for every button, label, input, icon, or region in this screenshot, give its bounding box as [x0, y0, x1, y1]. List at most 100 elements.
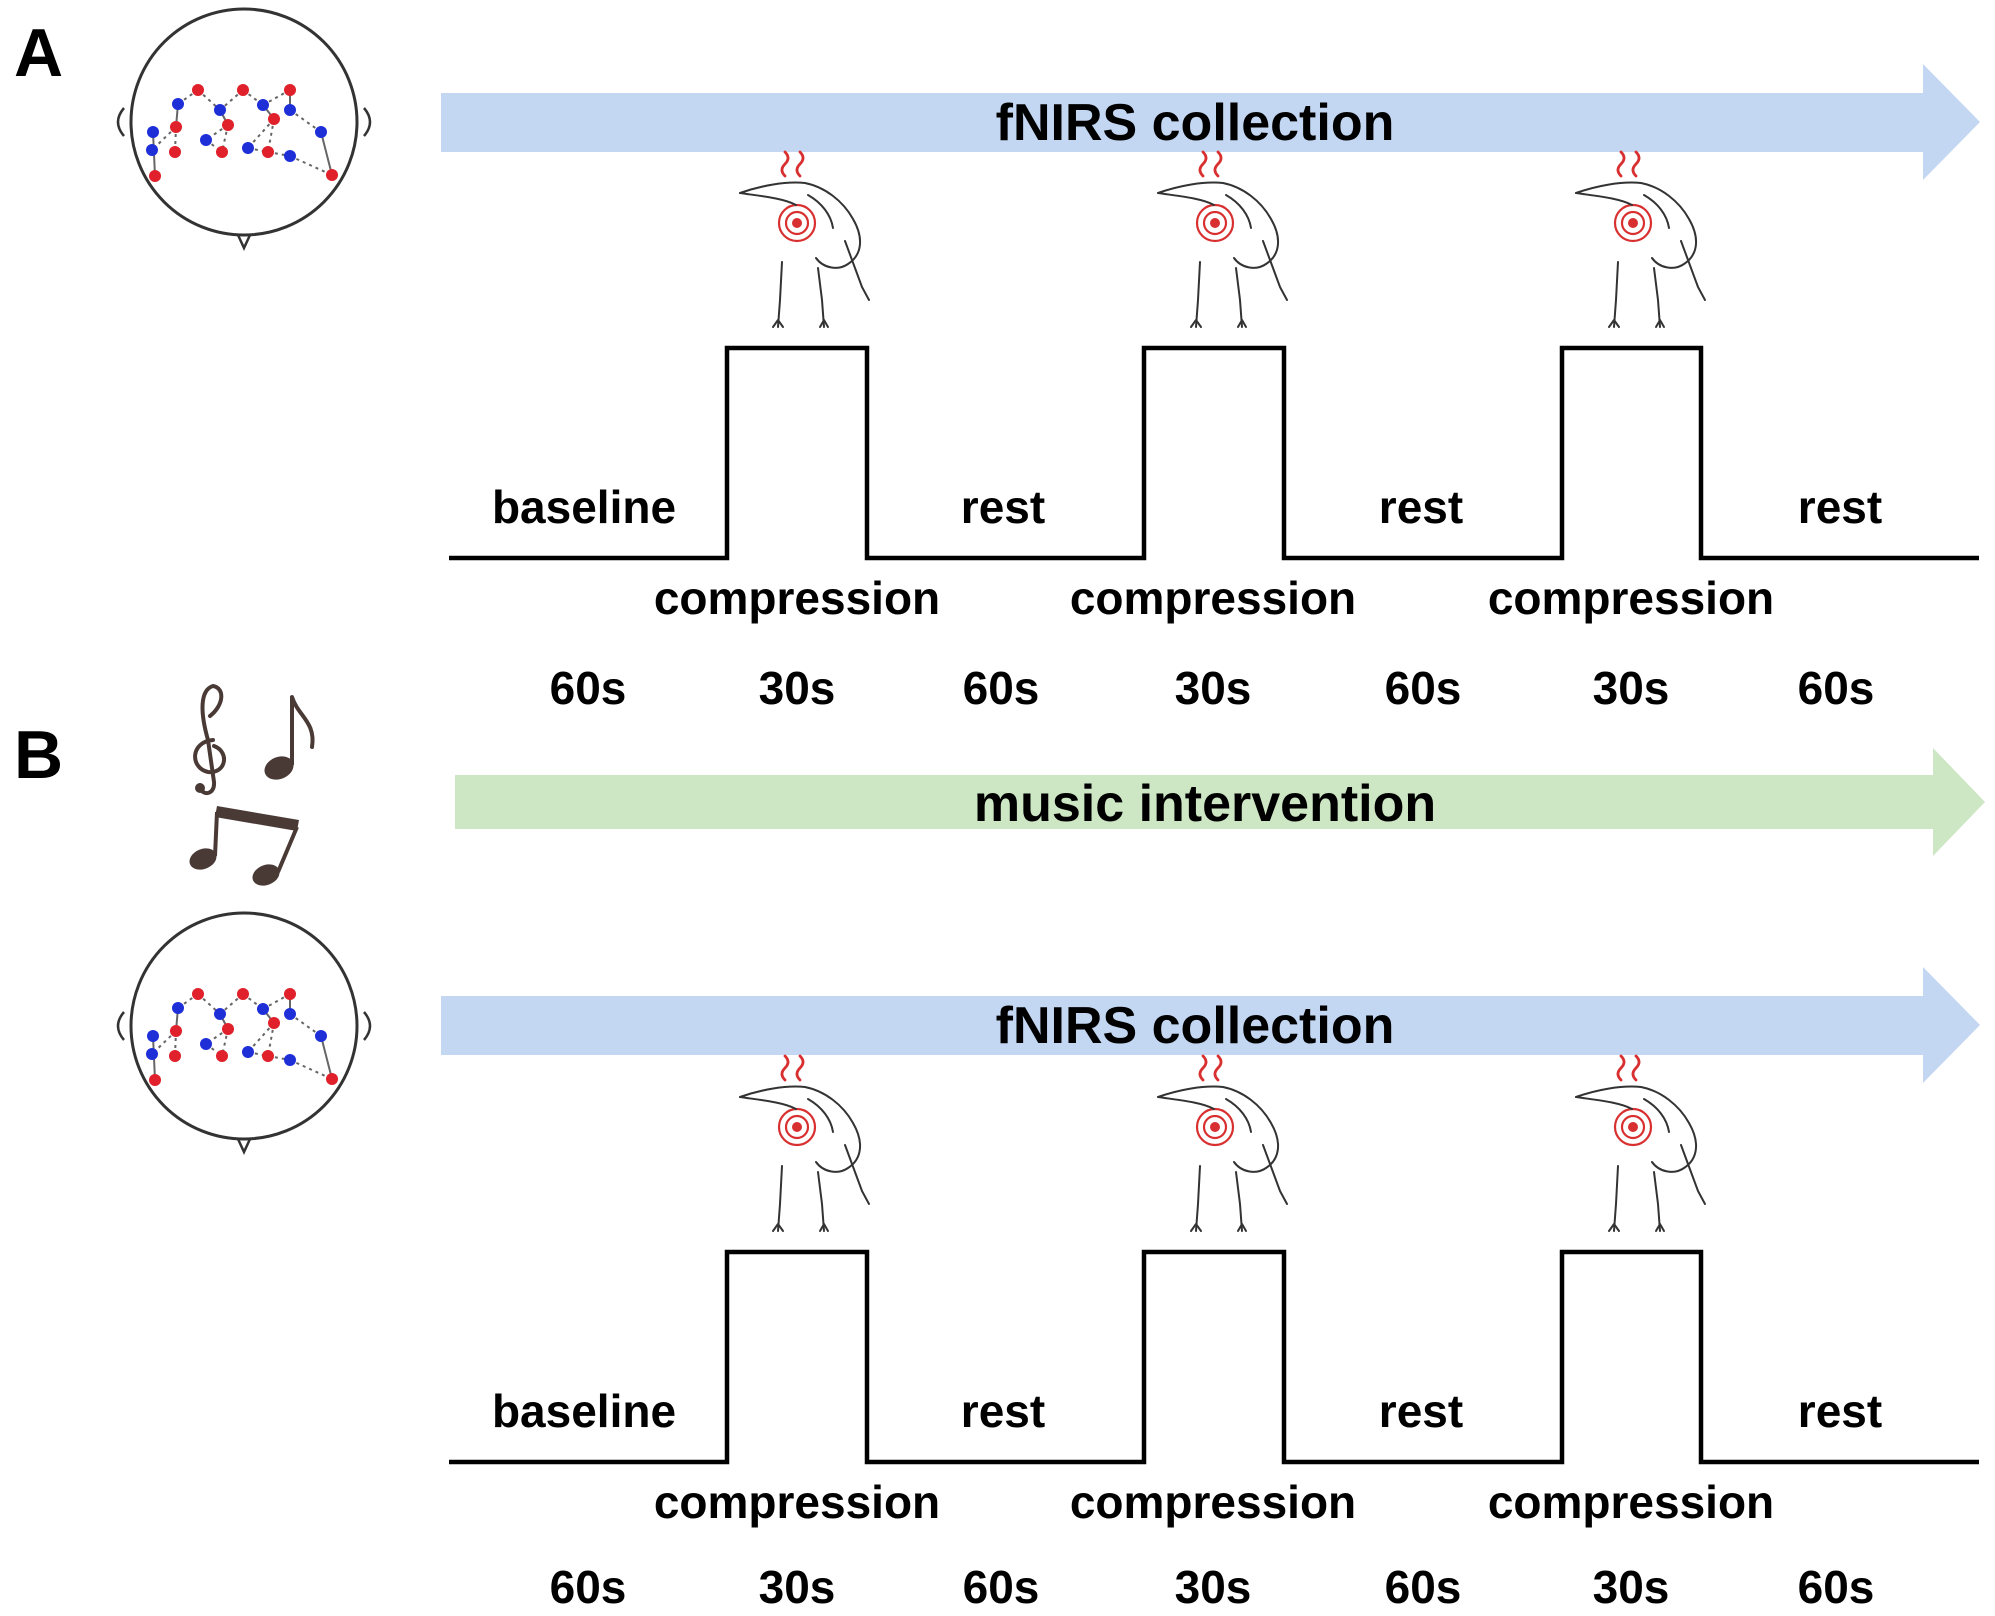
phase-label: rest: [1379, 481, 1463, 533]
optode-source-dot: [237, 988, 249, 1000]
fnirs-arrow: fNIRS collection: [441, 64, 1980, 180]
duration-label: 60s: [550, 662, 627, 714]
treble-clef-icon: [193, 683, 226, 796]
phase-label: rest: [961, 481, 1045, 533]
duration-label: 30s: [1593, 662, 1670, 714]
panel-label-a: A: [14, 15, 63, 91]
eighth-note-icon: [264, 695, 315, 780]
optode-source-dot: [192, 84, 204, 96]
phase-label: compression: [654, 572, 940, 624]
phase-label: compression: [1070, 572, 1356, 624]
duration-label: 30s: [759, 662, 836, 714]
duration-label: 60s: [1385, 662, 1462, 714]
head-optode-icon: [116, 911, 372, 1155]
music-arrow-label: music intervention: [974, 775, 1436, 833]
optode-source-dot: [326, 1073, 338, 1085]
head-outline: [129, 7, 359, 237]
fnirs-arrow: fNIRS collection: [441, 967, 1980, 1083]
duration-label: 30s: [1593, 1561, 1670, 1613]
optode-source-dot: [268, 1017, 280, 1029]
optode-detector-dot: [214, 1008, 226, 1020]
optode-detector-dot: [284, 104, 296, 116]
phase-label: compression: [654, 1476, 940, 1528]
duration-label: 60s: [963, 662, 1040, 714]
duration-label: 30s: [759, 1561, 836, 1613]
optode-detector-dot: [172, 1002, 184, 1014]
optode-source-dot: [237, 84, 249, 96]
head-right-ear: [363, 107, 372, 137]
finger-compression-icon: [739, 1054, 870, 1232]
optode-detector-dot: [242, 1046, 254, 1058]
duration-label: 60s: [1385, 1561, 1462, 1613]
optode-channel: [262, 89, 291, 106]
phase-label: rest: [1798, 1385, 1882, 1437]
optode-channel: [151, 1030, 177, 1055]
optode-detector-dot: [257, 99, 269, 111]
head-nose: [236, 1138, 252, 1155]
optode-detector-dot: [147, 126, 159, 138]
duration-label: 60s: [963, 1561, 1040, 1613]
optode-source-dot: [170, 1025, 182, 1037]
optode-channel: [151, 126, 177, 151]
fnirs-arrow-label: fNIRS collection: [996, 94, 1395, 152]
phase-label: baseline: [492, 1385, 676, 1437]
optode-detector-dot: [172, 98, 184, 110]
optode-source-dot: [268, 113, 280, 125]
phase-label: rest: [961, 1385, 1045, 1437]
block-waveform: [449, 345, 1979, 561]
optode-channel: [267, 1022, 275, 1057]
fnirs-arrow-label: fNIRS collection: [996, 997, 1395, 1055]
beamed-notes-icon: [189, 806, 299, 886]
phase-label: compression: [1488, 572, 1774, 624]
optode-detector-dot: [242, 142, 254, 154]
optode-detector-dot: [200, 134, 212, 146]
optode-channel: [219, 89, 244, 111]
optode-channel: [197, 993, 221, 1015]
phase-label: compression: [1070, 1476, 1356, 1528]
optode-detector-dot: [257, 1003, 269, 1015]
head-right-ear: [363, 1011, 372, 1041]
optode-source-dot: [170, 121, 182, 133]
duration-label: 60s: [550, 1561, 627, 1613]
optode-source-dot: [326, 169, 338, 181]
panel-a: A fNIRS collection baseline compression: [14, 7, 1980, 714]
optode-source-dot: [192, 988, 204, 1000]
optode-channel: [197, 89, 221, 111]
optode-source-dot: [149, 170, 161, 182]
optode-detector-dot: [284, 1054, 296, 1066]
optode-source-dot: [149, 1074, 161, 1086]
phase-label: rest: [1798, 481, 1882, 533]
optode-detector-dot: [146, 1048, 158, 1060]
optode-source-dot: [216, 1050, 228, 1062]
finger-compression-icon: [1575, 1054, 1706, 1232]
optode-source-dot: [169, 146, 181, 158]
duration-label: 30s: [1175, 662, 1252, 714]
optode-detector-dot: [284, 150, 296, 162]
fnirs-arrow-shape: [441, 64, 1980, 180]
optode-detector-dot: [200, 1038, 212, 1050]
head-left-ear: [116, 107, 125, 137]
head-optode-icon: [116, 7, 372, 251]
optode-channel: [320, 1035, 333, 1080]
finger-compression-icon: [1575, 150, 1706, 328]
optode-source-dot: [222, 119, 234, 131]
duration-label: 60s: [1798, 1561, 1875, 1613]
panel-b: B music intervention: [14, 683, 1985, 1613]
optode-source-dot: [216, 146, 228, 158]
optode-source-dot: [284, 84, 296, 96]
music-notes-icon: [189, 683, 315, 886]
duration-label: 60s: [1798, 662, 1875, 714]
optode-channel: [219, 993, 244, 1015]
finger-compression-icon: [1157, 1054, 1288, 1232]
finger-compression-icon: [739, 150, 870, 328]
phase-label: compression: [1488, 1476, 1774, 1528]
phase-label: rest: [1379, 1385, 1463, 1437]
head-left-ear: [116, 1011, 125, 1041]
head-nose: [236, 234, 252, 251]
optode-source-dot: [222, 1023, 234, 1035]
music-arrow: music intervention: [455, 748, 1985, 856]
duration-label: 30s: [1175, 1561, 1252, 1613]
optode-detector-dot: [147, 1030, 159, 1042]
optode-channel: [289, 155, 333, 176]
